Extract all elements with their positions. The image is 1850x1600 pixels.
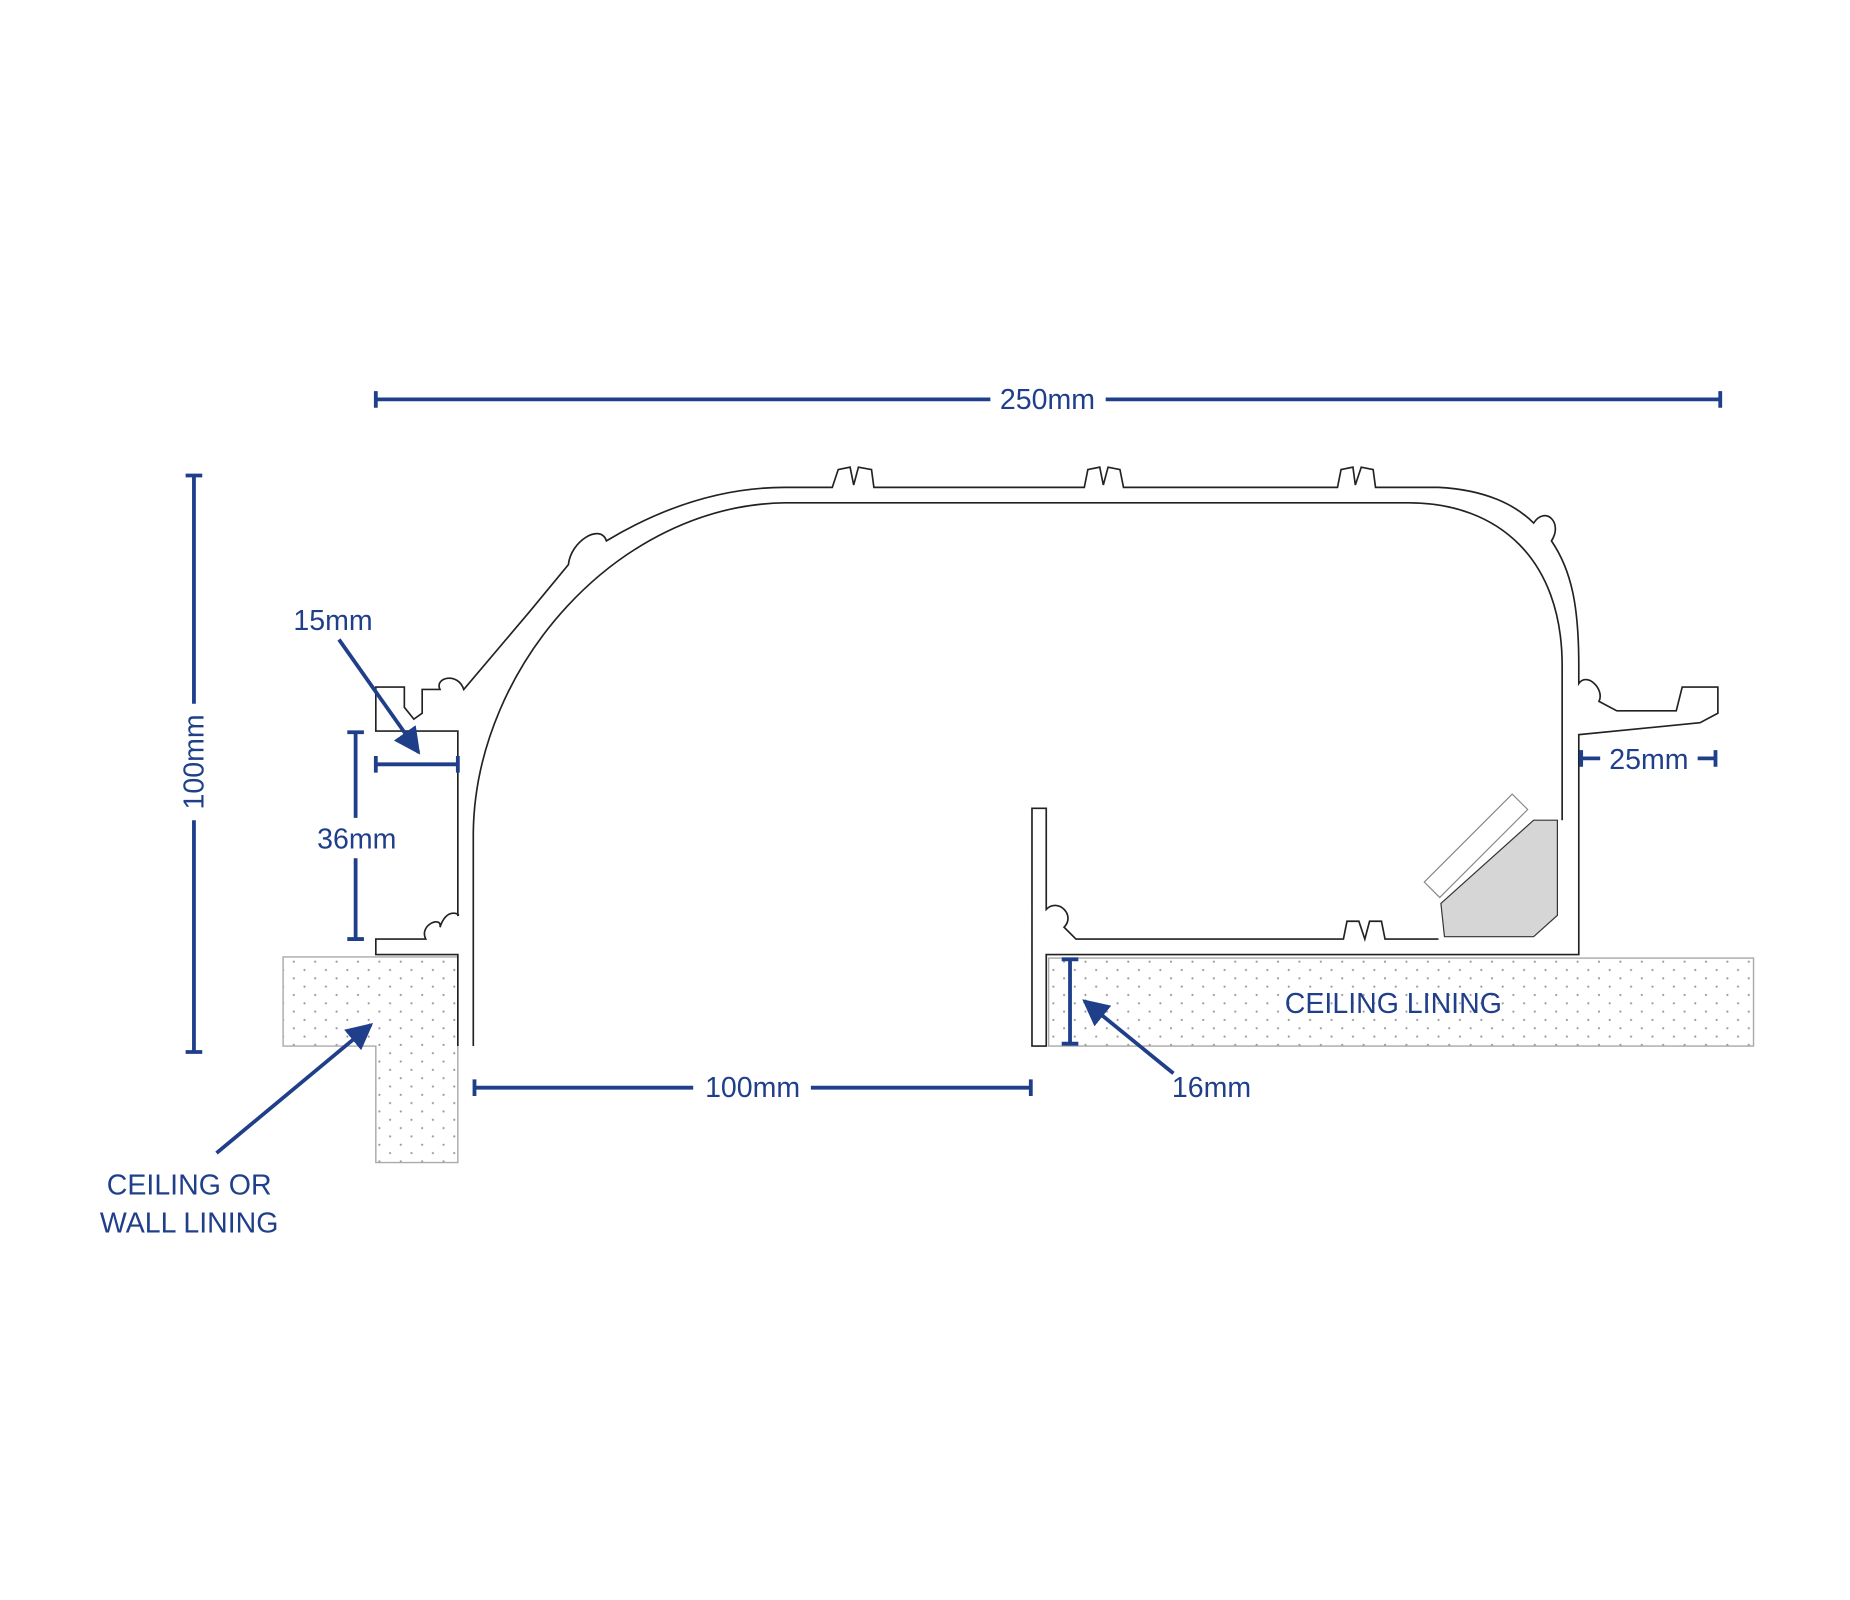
dimension-flange-right: 25mm — [1579, 744, 1718, 776]
dimension-clip-height: 36mm — [317, 730, 396, 941]
dimension-label: 16mm — [1172, 1072, 1251, 1104]
led-diffuser — [1423, 793, 1529, 899]
wall-lining-callout: CEILING OR WALL LINING — [100, 1022, 374, 1240]
led-holder — [1440, 819, 1558, 938]
dimension-label: 15mm — [293, 605, 372, 637]
dimension-overall-width: 250mm — [373, 384, 1723, 416]
wall-lining-label-line1: CEILING OR — [107, 1170, 272, 1202]
aluminium-profile — [374, 466, 1719, 1047]
ceiling-lining — [1047, 957, 1755, 1047]
dimension-lining-thickness: 16mm — [1061, 957, 1251, 1104]
dimension-opening: 100mm — [472, 1072, 1033, 1104]
dimension-label: 25mm — [1609, 744, 1688, 776]
dimension-label: 100mm — [178, 714, 210, 809]
dimension-overall-height: 100mm — [178, 473, 210, 1054]
dimension-flange-left: 15mm — [293, 605, 460, 773]
dimension-label: 36mm — [317, 824, 396, 856]
dimension-label: 100mm — [705, 1072, 800, 1104]
wall-lining — [282, 956, 459, 1164]
dimension-label: 250mm — [1000, 384, 1095, 416]
ceiling-lining-label: CEILING LINING — [1285, 988, 1502, 1020]
wall-lining-label-line2: WALL LINING — [100, 1208, 279, 1240]
